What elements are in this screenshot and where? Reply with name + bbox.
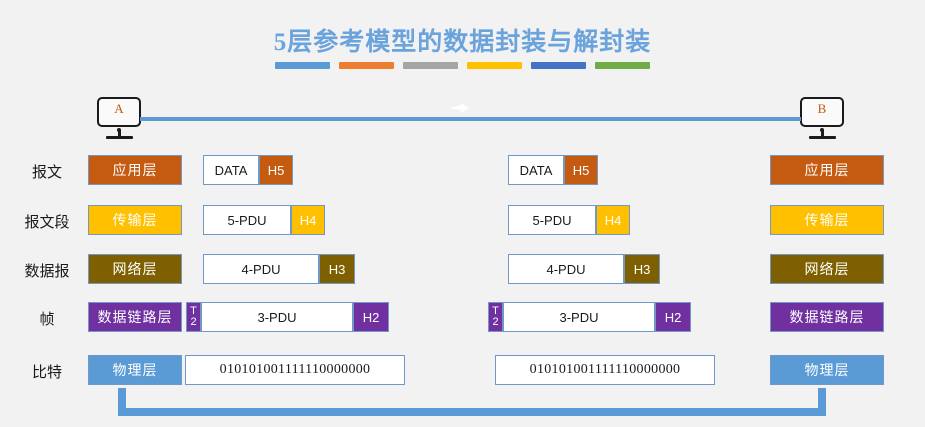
monitor-screen (800, 97, 844, 127)
right-pdu-header: H5 (564, 155, 598, 185)
right-bitstring-box: 010101001111110000000 (495, 355, 715, 385)
left-layer-box-5[interactable]: 物理层 (88, 355, 182, 385)
unit-label-3: 数据报 (24, 264, 70, 280)
accent-bar-6 (595, 62, 650, 69)
right-layer-box-1[interactable]: 应用层 (770, 155, 884, 185)
page-title: 5层参考模型的数据封装与解封装 (273, 29, 652, 56)
left-bitstring-box: 010101001111110000000 (185, 355, 405, 385)
host-a-computer-icon: A (97, 97, 145, 141)
host-a-label: A (114, 101, 124, 116)
monitor-screen (97, 97, 141, 127)
accent-bar-3 (403, 62, 458, 69)
left-pdu-header: H5 (259, 155, 293, 185)
right-pdu-body: 4-PDU (508, 254, 624, 284)
left-layer-box-4[interactable]: 数据链路层 (88, 302, 182, 332)
accent-bar-group (0, 62, 925, 69)
monitor-base (809, 136, 836, 139)
accent-bar-2 (339, 62, 394, 69)
accent-bar-1 (275, 62, 330, 69)
accent-bar-5 (531, 62, 586, 69)
left-pdu-header: H2 (353, 302, 389, 332)
host-b-computer-icon: B (800, 97, 848, 141)
left-pdu-body: 4-PDU (203, 254, 319, 284)
monitor-neck (821, 130, 824, 136)
cursor-arrow-icon (448, 103, 470, 116)
left-pdu-header: H3 (319, 254, 355, 284)
left-layer-box-2[interactable]: 传输层 (88, 205, 182, 235)
accent-bar-4 (467, 62, 522, 69)
right-layer-box-5[interactable]: 物理层 (770, 355, 884, 385)
top-link-line (140, 117, 801, 121)
right-pdu-body: 5-PDU (508, 205, 596, 235)
monitor-neck (118, 130, 121, 136)
bottom-link-right-segment (818, 388, 826, 416)
left-layer-box-1[interactable]: 应用层 (88, 155, 182, 185)
monitor-base (106, 136, 133, 139)
host-b-label: B (817, 101, 827, 116)
right-pdu-header: H4 (596, 205, 630, 235)
unit-label-4: 帧 (39, 312, 55, 328)
left-pdu-body: 5-PDU (203, 205, 291, 235)
unit-label-2: 报文段 (24, 215, 70, 231)
right-pdu-header: H2 (655, 302, 691, 332)
bottom-link-left-segment (118, 388, 126, 416)
right-pdu-header: H3 (624, 254, 660, 284)
unit-label-5: 比特 (31, 365, 62, 381)
right-pdu-body: 3-PDU (503, 302, 655, 332)
right-pdu-body: DATA (508, 155, 564, 185)
left-pdu-body: DATA (203, 155, 259, 185)
unit-label-1: 报文 (31, 165, 62, 181)
left-pdu-header: H4 (291, 205, 325, 235)
left-pdu-body: 3-PDU (201, 302, 353, 332)
bottom-link-bottom-segment (118, 408, 826, 416)
right-layer-box-2[interactable]: 传输层 (770, 205, 884, 235)
left-layer-box-3[interactable]: 网络层 (88, 254, 182, 284)
right-layer-box-3[interactable]: 网络层 (770, 254, 884, 284)
right-layer-box-4[interactable]: 数据链路层 (770, 302, 884, 332)
